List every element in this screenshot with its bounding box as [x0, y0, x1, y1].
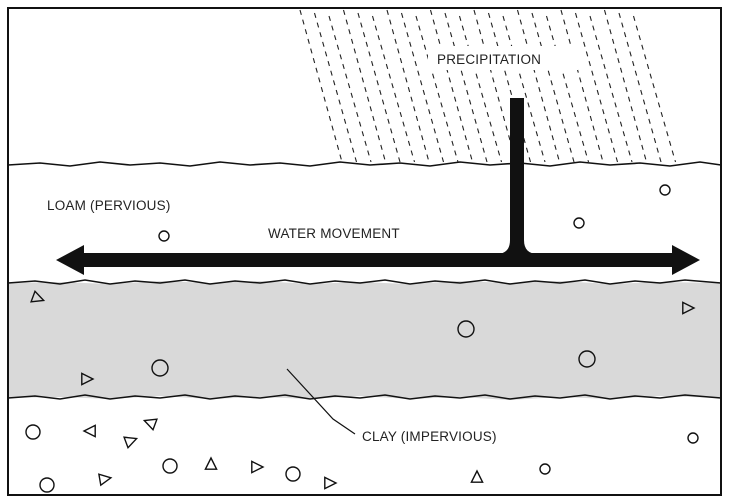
grain-triangle [30, 290, 46, 303]
grain-triangle [324, 476, 338, 490]
clay-bottom-boundary [7, 394, 722, 400]
clay-top-boundary [7, 279, 722, 285]
grain-triangle [682, 301, 696, 315]
clay-label: CLAY (IMPERVIOUS) [362, 429, 497, 444]
pebble-circle [573, 217, 585, 229]
pebble-circle [25, 424, 41, 440]
grain-triangle [470, 469, 484, 483]
grain-triangle [123, 436, 139, 449]
diagram-border [7, 7, 722, 496]
water-movement-arrow [56, 98, 700, 275]
rain-streak [299, 9, 343, 163]
grain-triangle [82, 424, 96, 438]
rain-streak [473, 9, 517, 163]
precipitation-label-backdrop [428, 46, 578, 70]
left-arrowhead [56, 245, 84, 275]
pebble-circle [578, 350, 596, 368]
rain-streak [386, 9, 430, 163]
ground-surface-line [7, 161, 722, 167]
pebble-circle [285, 466, 301, 482]
grain-triangle [251, 460, 265, 474]
pebble-circle [162, 458, 178, 474]
grain-triangle [98, 473, 113, 487]
horizontal-flow-shaft [80, 253, 675, 267]
grain-triangle [204, 456, 218, 470]
rain-streak [516, 9, 561, 163]
water-movement-label: WATER MOVEMENT [268, 226, 400, 241]
pebble-circle [539, 463, 551, 475]
vertical-flow-shaft [510, 98, 524, 250]
clay-leader-line [286, 368, 356, 435]
soil-particles [25, 184, 699, 493]
rain-streak [560, 9, 604, 163]
pebble-circle [659, 184, 671, 196]
clay-layer [8, 281, 721, 400]
pebble-circle [39, 477, 55, 493]
precipitation-label: PRECIPITATION [437, 52, 541, 67]
loam-label: LOAM (PERVIOUS) [47, 198, 171, 213]
pebble-circle [457, 320, 475, 338]
rain-streak [342, 9, 387, 163]
right-arrowhead [672, 245, 700, 275]
pebble-circle [687, 432, 699, 444]
pebble-circle [151, 359, 169, 377]
grain-triangle [142, 418, 158, 431]
precipitation-rain [299, 9, 677, 163]
rain-streak [429, 9, 474, 163]
rain-streak [603, 9, 648, 163]
pebble-circle [158, 230, 170, 242]
flow-junction [496, 240, 538, 254]
grain-triangle [81, 372, 95, 386]
